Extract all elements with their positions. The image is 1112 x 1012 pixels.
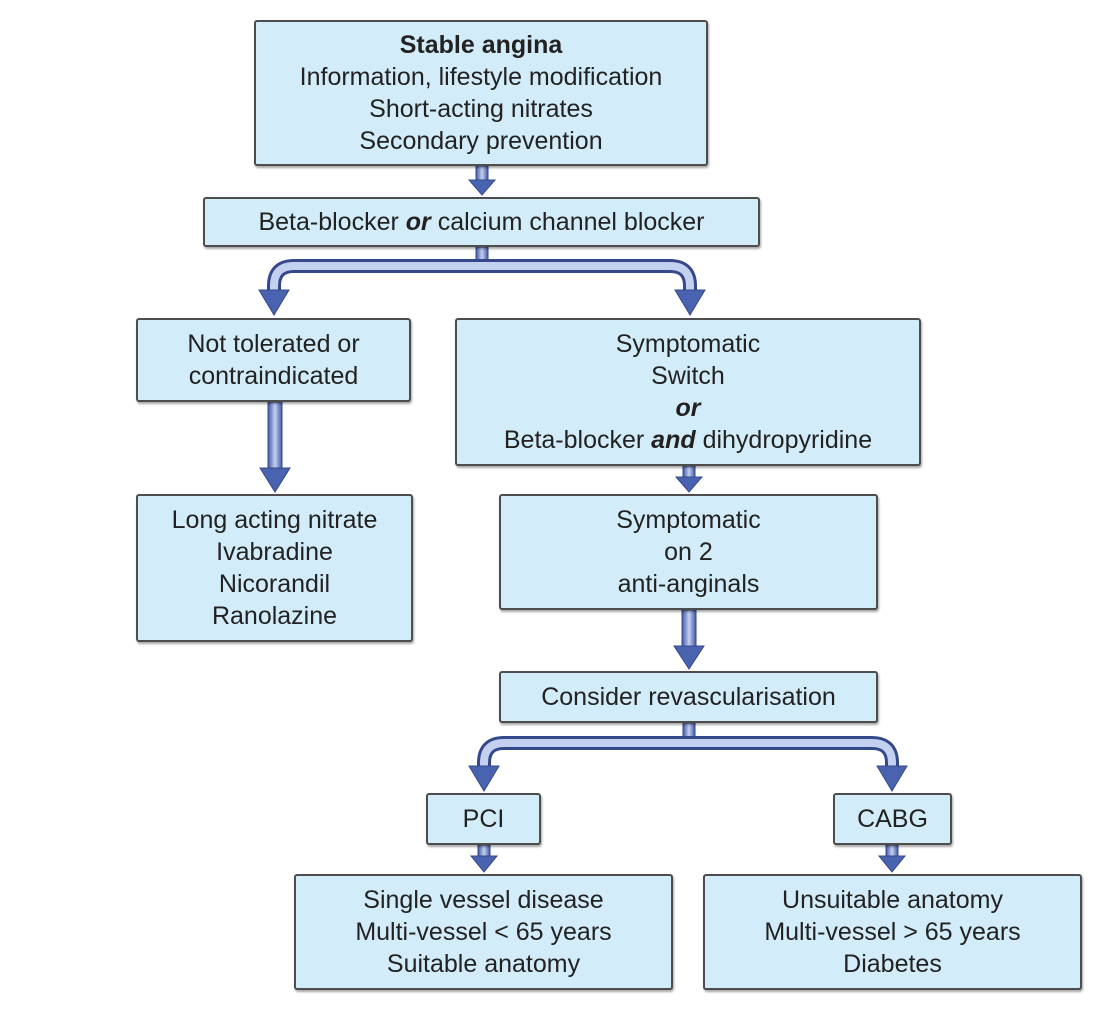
first-line-or: or: [405, 208, 431, 236]
first-line-text: Beta-blocker or calcium channel blocker: [258, 208, 705, 236]
suitable-anatomy-line: Suitable anatomy: [386, 950, 581, 978]
arrow-to-cabg-criteria: [877, 844, 907, 873]
single-vessel-line: Single vessel disease: [363, 886, 604, 914]
ivabradine-line: Ivabradine: [216, 538, 333, 566]
arrow-to-pci-criteria: [469, 844, 499, 873]
combination-and: and: [651, 426, 696, 454]
symptomatic-line: Symptomatic: [616, 506, 761, 534]
unsuitable-anatomy-line: Unsuitable anatomy: [782, 886, 1003, 914]
long-acting-nitrate-line: Long acting nitrate: [171, 506, 378, 534]
combination-line: Beta-blocker and dihydropyridine: [503, 426, 873, 454]
cabg-criteria-box: Unsuitable anatomy Multi-vessel > 65 yea…: [703, 874, 1082, 990]
arrow-to-symptomatic-two: [674, 465, 704, 493]
revascularisation-box: Consider revascularisation: [499, 671, 878, 723]
contraindicated-line: contraindicated: [188, 362, 359, 390]
alternatives-box: Long acting nitrate Ivabradine Nicorandi…: [136, 494, 413, 642]
stable-angina-title: Stable angina: [399, 31, 563, 59]
pci-label: PCI: [462, 805, 505, 833]
on-two-line: on 2: [664, 538, 713, 566]
arrow-to-first-line: [467, 165, 497, 196]
first-line-therapy-box: Beta-blocker or calcium channel blocker: [203, 197, 760, 247]
arrow-to-revascularisation: [673, 609, 705, 670]
pci-criteria-box: Single vessel disease Multi-vessel < 65 …: [294, 874, 673, 990]
revascularisation-label: Consider revascularisation: [541, 683, 836, 711]
stable-angina-box: Stable angina Information, lifestyle mod…: [254, 20, 708, 166]
arrow-to-alternatives: [259, 401, 291, 493]
switch-line: Switch: [651, 362, 725, 390]
ranolazine-line: Ranolazine: [211, 602, 338, 630]
cabg-box: CABG: [833, 793, 952, 845]
anti-anginals-line: anti-anginals: [617, 570, 760, 598]
nitrates-line: Short-acting nitrates: [369, 95, 593, 123]
diabetes-line: Diabetes: [843, 950, 942, 978]
split-from-first-line: [258, 246, 706, 316]
multi-vessel-over-65-line: Multi-vessel > 65 years: [764, 918, 1021, 946]
not-tolerated-line: Not tolerated or: [187, 330, 360, 358]
not-tolerated-box: Not tolerated or contraindicated: [136, 318, 411, 402]
symptomatic-line: Symptomatic: [615, 330, 761, 358]
or-line: or: [675, 394, 701, 422]
secondary-prevention-line: Secondary prevention: [359, 127, 603, 155]
pci-box: PCI: [426, 793, 541, 845]
multi-vessel-under-65-line: Multi-vessel < 65 years: [355, 918, 612, 946]
cabg-label: CABG: [857, 805, 928, 833]
lifestyle-line: Information, lifestyle modification: [299, 63, 663, 91]
symptomatic-switch-box: Symptomatic Switch or Beta-blocker and d…: [455, 318, 921, 466]
nicorandil-line: Nicorandil: [218, 570, 331, 598]
split-from-revascularisation: [468, 722, 908, 792]
symptomatic-on-two-box: Symptomatic on 2 anti-anginals: [499, 494, 878, 610]
